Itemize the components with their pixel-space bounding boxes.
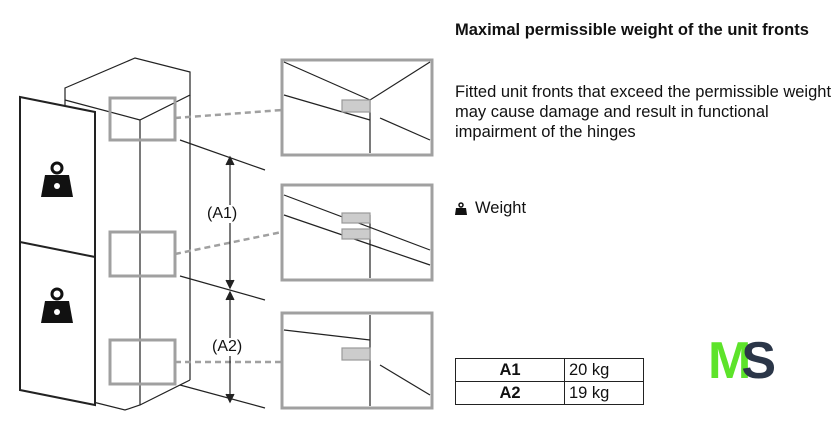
logo-s: S (741, 332, 776, 390)
weight-icon (41, 161, 73, 323)
legend-weight: Weight (455, 199, 526, 218)
section-title: Maximal permissible weight of the unit f… (455, 21, 809, 39)
hinge-detail-bottom (283, 315, 431, 406)
weight-icon (455, 201, 467, 215)
table-value: 19 kg (564, 381, 644, 405)
unit-front-lower (19, 240, 96, 407)
table-key: A1 (455, 358, 565, 382)
hinge-detail-middle (283, 194, 431, 278)
dimension-label-a1: (A1) (207, 205, 238, 223)
fridge-installation-diagram (19, 57, 434, 411)
legend-label: Weight (475, 199, 527, 217)
table-key: A2 (455, 381, 565, 405)
table-value: 20 kg (564, 358, 644, 382)
description-text: Fitted unit fronts that exceed the permi… (455, 83, 832, 141)
dimension-lines (179, 139, 266, 409)
logo-m: M (708, 332, 751, 390)
ms-logo: MS (708, 332, 776, 390)
callout-boxes (108, 58, 434, 410)
hinge-detail-top (283, 61, 431, 153)
dimension-label-a2: (A2) (212, 338, 243, 356)
